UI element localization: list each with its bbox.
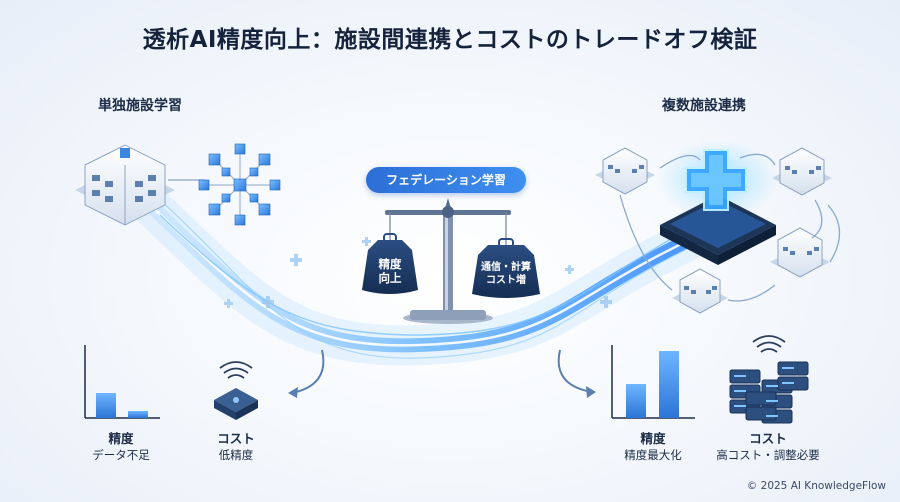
server-stack-icon <box>729 361 809 424</box>
single-site-heading: 単独施設学習 <box>98 98 182 114</box>
right-result-arrow <box>557 349 593 393</box>
cost-weight-line1: 通信・計算 <box>481 262 531 273</box>
left-result-arrow <box>291 349 325 394</box>
wifi-icon <box>219 361 253 379</box>
multi-site-heading: 複数施設連携 <box>662 98 746 114</box>
left-accuracy-label: 精度 <box>108 431 134 446</box>
right-accuracy-chart <box>611 345 695 419</box>
accuracy-weight <box>362 240 418 294</box>
accuracy-weight-line2: 向上 <box>378 271 402 286</box>
page-title: 透析AI精度向上：施設間連携とコストのトレードオフ検証 <box>142 27 758 53</box>
copyright-footer: © 2025 AI KnowledgeFlow <box>746 480 886 492</box>
wifi-icon <box>752 335 786 353</box>
right-cost-label: コスト <box>749 431 787 446</box>
central-hub-platform <box>658 140 778 265</box>
accuracy-weight-label: 精度 向上 <box>366 257 414 286</box>
right-accuracy-label: 精度 <box>640 431 666 446</box>
left-cost-label: コスト <box>217 431 255 446</box>
right-cost-sub: 高コスト・調整必要 <box>716 448 820 462</box>
federated-learning-label: フェデレーション学習 <box>366 167 526 193</box>
single-hospital-icon <box>75 144 175 226</box>
cost-weight <box>472 245 540 298</box>
left-accuracy-sub: データ不足 <box>92 448 150 462</box>
right-accuracy-sub: 精度最大化 <box>624 448 682 462</box>
left-cost-caption: コスト 低精度 <box>176 428 296 463</box>
sparkle-plus-icons <box>224 237 612 308</box>
medical-cross-icon <box>685 149 747 211</box>
left-cost-sub: 低精度 <box>218 448 254 462</box>
right-accuracy-caption: 精度 精度最大化 <box>593 428 713 463</box>
balance-scale <box>362 198 540 324</box>
cost-weight-label: 通信・計算 コスト増 <box>474 262 538 287</box>
accuracy-weight-line1: 精度 <box>378 257 402 271</box>
cost-weight-line2: コスト増 <box>486 274 526 286</box>
edge-device-icon <box>214 388 258 420</box>
left-accuracy-caption: 精度 データ不足 <box>61 428 181 463</box>
left-accuracy-chart <box>84 345 160 419</box>
data-flow-stream <box>130 185 720 366</box>
data-cube-network <box>198 143 281 226</box>
partner-hospital-icons <box>595 147 832 314</box>
right-cost-caption: コスト 高コスト・調整必要 <box>708 428 828 463</box>
sync-arrows <box>619 153 841 302</box>
